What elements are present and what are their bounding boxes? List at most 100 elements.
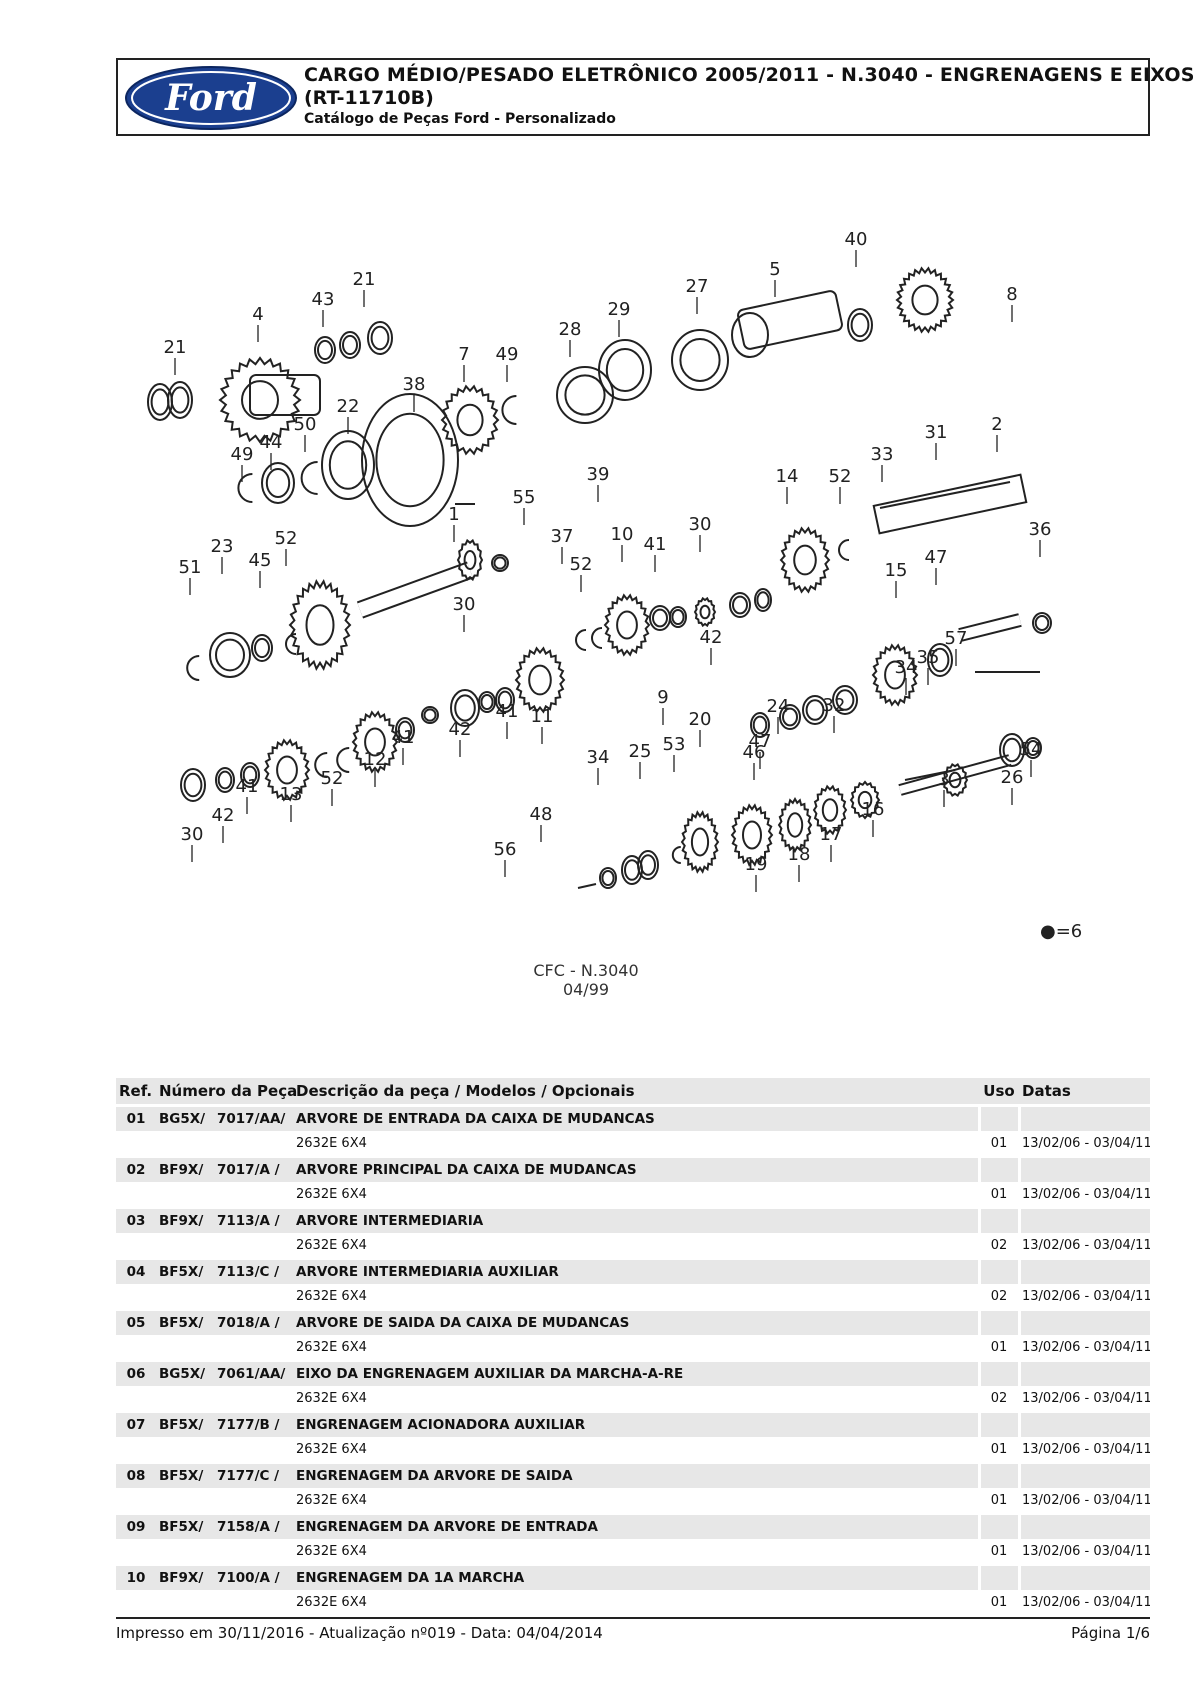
parts-drawing [147, 266, 1052, 889]
dates-cell: 13/02/06 - 03/04/11 [1022, 1594, 1150, 1610]
ring-inner [183, 772, 203, 798]
page-header: Ford CARGO MÉDIO/PESADO ELETRÔNICO 2005/… [116, 58, 1200, 136]
callout-number: 5 [769, 259, 780, 280]
ring-inner [497, 690, 513, 710]
ring-shape [491, 554, 509, 572]
callout-number: 55 [513, 487, 536, 508]
ring-shape [832, 685, 858, 715]
callout-number: 52 [829, 466, 852, 487]
ring-inner [652, 608, 668, 628]
ring-shape [261, 462, 295, 504]
callout-number: 40 [845, 229, 868, 250]
description-cell: ARVORE PRINCIPAL DA CAIXA DE MUDANCAS [293, 1155, 979, 1182]
callout-number: 14 [776, 466, 799, 487]
part-base: 7061/AA/ [217, 1366, 286, 1382]
uso-cell: 01 [990, 1543, 1008, 1559]
drawing-code: CFC - N.3040 [533, 961, 638, 980]
part-base: 7177/B / [217, 1417, 280, 1433]
gear-shape [603, 593, 651, 657]
pin-shape [904, 769, 956, 781]
callout-number: 47 [749, 731, 772, 752]
ring-shape [314, 336, 336, 364]
gear-bore [463, 550, 477, 570]
snap-ring-shape [314, 752, 328, 778]
callout-number: 36 [1029, 519, 1052, 540]
ring-inner [317, 339, 333, 361]
ring-shape [450, 689, 480, 727]
callout-number: 49 [231, 444, 254, 465]
uso-cell-empty [977, 1206, 1019, 1233]
part-prefix: BF9X/ [159, 1213, 204, 1229]
callout-number: 52 [570, 554, 593, 575]
page-title-code: (RT-11710B) [304, 87, 434, 109]
callout-number: 26 [1001, 767, 1024, 788]
ring-shape [180, 768, 206, 802]
dates-cell-empty [1017, 1512, 1150, 1539]
ring-shape [671, 329, 729, 391]
callout-number: 3 [938, 769, 949, 790]
callout-number: 41 [236, 776, 259, 797]
page-title: CARGO MÉDIO/PESADO ELETRÔNICO 2005/2011 … [304, 64, 1200, 86]
callout-number: 20 [689, 709, 712, 730]
uso-cell: 01 [990, 1186, 1008, 1202]
gear-bore [793, 544, 817, 576]
callout-number: 29 [608, 299, 631, 320]
part-number-cell: BF5X/7113/C / [156, 1257, 293, 1284]
ring-shape [621, 855, 643, 885]
snap-ring-shape [671, 846, 681, 864]
gear-shape [941, 762, 969, 798]
part-prefix: BF5X/ [159, 1468, 204, 1484]
callout-number: 31 [925, 422, 948, 443]
gear-shape [514, 646, 566, 714]
ring-shape [215, 767, 235, 793]
part-base: 7017/A / [217, 1162, 280, 1178]
snap-ring-shape [838, 539, 850, 561]
ref-cell: 09 [116, 1512, 156, 1539]
gear-shape [440, 384, 500, 456]
gear-bore [456, 403, 484, 437]
ring-inner [605, 348, 645, 392]
dates-cell: 13/02/06 - 03/04/11 [1022, 1543, 1150, 1559]
output-shaft-shape [737, 290, 843, 350]
model-cell: 2632E 6X4 [296, 1237, 367, 1253]
ref-cell: 02 [116, 1155, 156, 1182]
ring-inner [423, 708, 437, 722]
ring-shape [729, 592, 751, 618]
ring-inner [671, 609, 685, 625]
ref-cell: 06 [116, 1359, 156, 1386]
callout-number: 2 [991, 414, 1002, 435]
ring-shape [779, 704, 801, 730]
ring-inner [328, 440, 368, 490]
col-part-number: Número da Peça [156, 1078, 297, 1106]
uso-cell-empty [977, 1461, 1019, 1488]
snap-ring-shape [300, 461, 318, 495]
callout-number: 38 [403, 374, 426, 395]
ring-inner [850, 312, 870, 338]
shaft-core [898, 756, 1012, 794]
uso-cell: 02 [990, 1237, 1008, 1253]
gear-shape [288, 579, 352, 671]
callout-number: 11 [531, 706, 554, 727]
callout-number: 1 [448, 504, 459, 525]
callout-number: 17 [820, 824, 843, 845]
key-shape [879, 481, 1011, 509]
drawing-date: 04/99 [563, 980, 609, 999]
ring-shape [339, 331, 361, 359]
ring-inner [342, 334, 358, 356]
snap-ring-shape [501, 395, 517, 425]
callout-number: 42 [212, 805, 235, 826]
part-number-cell: BF5X/7177/C / [156, 1461, 293, 1488]
description-cell: ARVORE DE ENTRADA DA CAIXA DE MUDANCAS [293, 1104, 979, 1131]
ring-inner [756, 591, 770, 609]
dates-cell-empty [1017, 1461, 1150, 1488]
dates-cell: 13/02/06 - 03/04/11 [1022, 1390, 1150, 1406]
